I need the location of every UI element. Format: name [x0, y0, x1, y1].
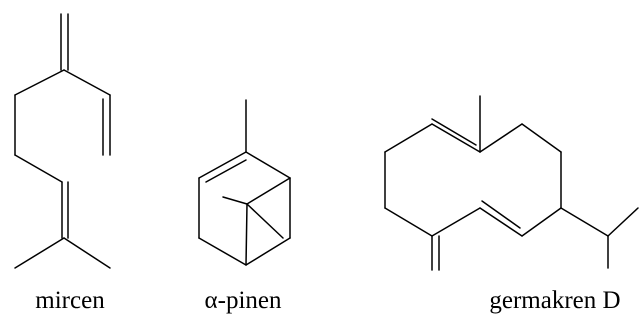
germakren-d-structure [384, 95, 639, 271]
bond [479, 123, 523, 153]
bond [384, 123, 433, 153]
bond [431, 123, 481, 153]
bond [431, 207, 481, 237]
bond [14, 237, 65, 269]
bond [481, 200, 521, 229]
mircen-structure [14, 13, 111, 269]
molecule-name-germakren-d: germakren D [489, 287, 621, 314]
bond [63, 69, 111, 96]
bond [198, 237, 247, 266]
bond [222, 196, 248, 205]
bond [245, 151, 291, 179]
bond [479, 207, 523, 237]
bond [14, 154, 63, 183]
bond [246, 177, 291, 205]
bond [521, 123, 562, 153]
molecule-name-mircen: mircen [35, 287, 105, 314]
bond [560, 207, 609, 237]
alpha-pinen-structure [198, 99, 291, 266]
bond [607, 207, 639, 237]
bond [245, 203, 248, 266]
bond [431, 118, 477, 146]
bond [198, 151, 247, 179]
molecule-name-alpha-pinen: α-pinen [204, 287, 282, 314]
bond [521, 207, 562, 237]
bond [384, 207, 433, 237]
bond [14, 69, 65, 96]
bond [205, 159, 247, 183]
bond [246, 203, 284, 239]
bond [245, 237, 291, 266]
bond [63, 237, 111, 269]
